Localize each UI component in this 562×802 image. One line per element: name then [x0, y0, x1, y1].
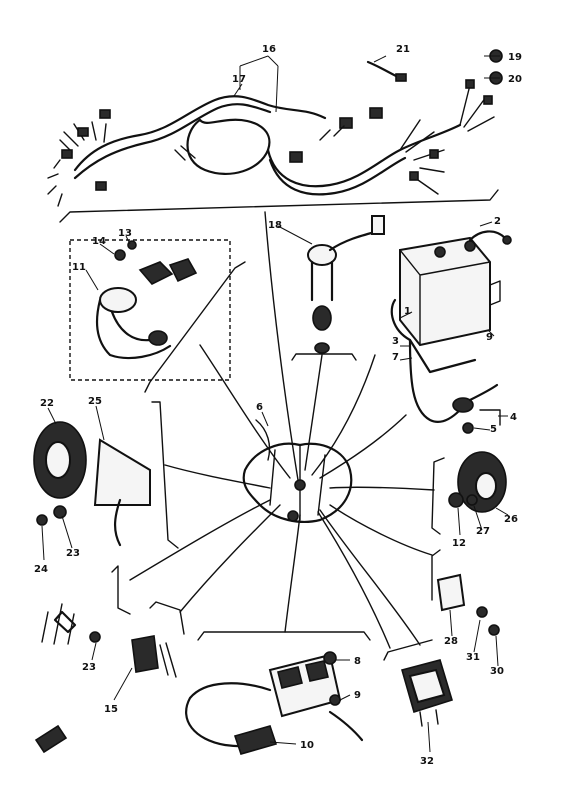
relay	[436, 573, 500, 636]
callout-1: 1	[404, 306, 411, 317]
horn-left-bracket	[151, 401, 179, 549]
callout-22: 22	[40, 398, 54, 409]
callout-31: 31	[466, 652, 480, 663]
flasher	[401, 659, 453, 727]
callout-14: 14	[92, 236, 106, 247]
callout-20: 20	[508, 74, 522, 85]
callout-11: 11	[72, 262, 86, 273]
horn-right	[448, 451, 507, 513]
callout-5: 5	[490, 424, 497, 435]
callout-21: 21	[396, 44, 410, 55]
harness-bracket	[59, 189, 499, 223]
callout-30: 30	[490, 666, 504, 677]
callout-7: 7	[392, 352, 399, 363]
callout-12: 12	[452, 538, 466, 549]
left-lower-bracket	[111, 565, 131, 615]
callout-labels: 16 17 21 19 20 2 18 11 14 13 1 9 3 7 4 5…	[34, 44, 522, 767]
callout-15: 15	[104, 704, 118, 715]
battery	[390, 230, 512, 424]
callout-26: 26	[504, 514, 518, 525]
callout-3: 3	[392, 336, 399, 347]
switch-bracket	[291, 353, 357, 361]
dashed-group-box	[69, 239, 231, 381]
callout-28: 28	[444, 636, 458, 647]
cdi-unit	[185, 651, 364, 755]
fuse-holder	[452, 383, 501, 434]
callout-18: 18	[268, 220, 282, 231]
callout-10: 10	[300, 740, 314, 751]
callout-16: 16	[262, 44, 276, 55]
callout-27: 27	[476, 526, 490, 537]
callout-17: 17	[232, 74, 246, 85]
callout-24: 24	[34, 564, 48, 575]
relay-bracket	[431, 549, 441, 601]
horn-left	[33, 421, 151, 547]
coil-bracket	[144, 261, 246, 393]
callout-8: 8	[354, 656, 361, 667]
callout-13: 13	[118, 228, 132, 239]
callout-9: 9	[486, 332, 493, 343]
horn-right-bracket	[431, 457, 445, 535]
ignition-coil	[95, 240, 198, 360]
callout-6: 6	[256, 402, 263, 413]
callout-2: 2	[494, 216, 501, 227]
wire-harness	[47, 79, 495, 207]
left-mid-bracket	[149, 601, 185, 635]
wire-rays	[129, 211, 435, 649]
callout-32: 32	[420, 756, 434, 767]
callout-19: 19	[508, 52, 522, 63]
left-lower-parts	[34, 603, 177, 754]
callout-23-horn: 23	[66, 548, 80, 559]
callout-23: 23	[82, 662, 96, 673]
connector-21	[366, 60, 407, 82]
flasher-bracket	[383, 639, 433, 661]
main-switch	[307, 215, 385, 354]
callout-4: 4	[510, 412, 517, 423]
cdi-bracket	[197, 631, 371, 641]
callout-9-cdi: 9	[354, 690, 361, 701]
callout-25: 25	[88, 396, 102, 407]
